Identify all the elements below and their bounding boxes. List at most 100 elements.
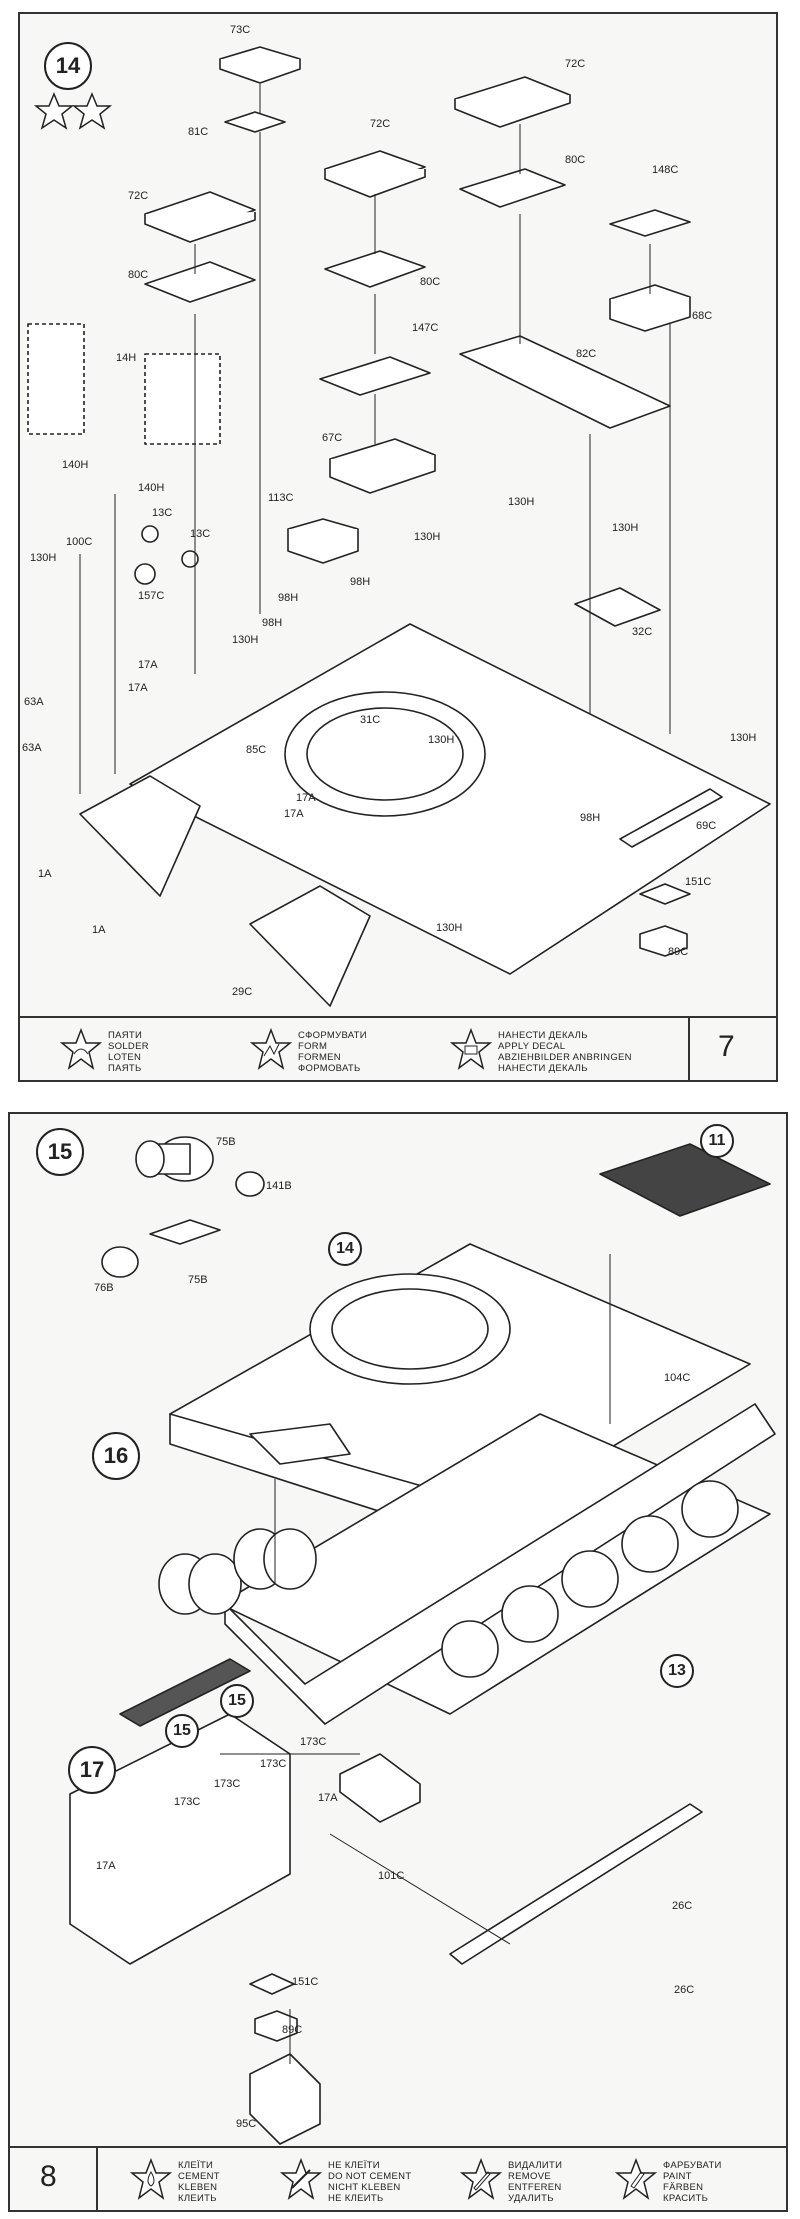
page-number-box: 8 <box>10 2148 98 2210</box>
steps-15-17-assembly-drawing <box>69 1136 776 2145</box>
part-label: 82C <box>576 348 597 360</box>
part-label: 80C <box>420 276 441 288</box>
decal-icon <box>71 92 113 130</box>
step-reference: 11 <box>700 1124 734 1158</box>
part-label: 100C <box>66 536 93 548</box>
part-label: 173C <box>300 1736 327 1748</box>
part-32c <box>574 587 661 627</box>
part-label: 17A <box>96 1860 116 1872</box>
part-157c <box>181 550 199 568</box>
part-141b-disc <box>235 1171 265 1197</box>
step-reference: 13 <box>660 1654 694 1688</box>
part-label: 151C <box>292 1976 319 1988</box>
part-label: 29C <box>232 986 253 998</box>
part-label: 98H <box>350 576 371 588</box>
part-label: 17A <box>296 792 316 804</box>
part-label: 98H <box>580 812 601 824</box>
part-label: 75B <box>188 1274 208 1286</box>
engine-deck-grille <box>599 1143 771 1217</box>
decal-icon <box>450 1028 492 1070</box>
part-label: 14H <box>116 352 137 364</box>
part-label: 63A <box>22 742 42 754</box>
step-number: 17 <box>68 1746 116 1794</box>
part-label: 75B <box>216 1136 236 1148</box>
part-label: 130H <box>414 531 441 543</box>
step-reference: 15 <box>220 1684 254 1718</box>
part-label: 72C <box>370 118 391 130</box>
page-number: 7 <box>718 1030 735 1063</box>
part-label: 157C <box>138 590 165 602</box>
page-number: 8 <box>40 2160 57 2193</box>
part-label: 95C <box>236 2118 257 2130</box>
step-number: 14 <box>44 42 92 90</box>
part-label: 113C <box>268 492 294 504</box>
part-label: 130H <box>436 922 463 934</box>
paint-brush-icon <box>615 2158 657 2200</box>
part-label: 13C <box>190 528 211 540</box>
part-label: 81C <box>188 126 209 138</box>
part-label: 147C <box>412 322 439 334</box>
part-label: 1A <box>38 868 52 880</box>
part-label: 130H <box>30 552 57 564</box>
part-label: 151C <box>685 876 712 888</box>
step-reference: 15 <box>165 1714 199 1748</box>
part-label: 80C <box>128 269 149 281</box>
part-label: 141B <box>266 1180 292 1192</box>
part-label: 80C <box>565 154 586 166</box>
part-label: 98H <box>262 617 283 629</box>
fender-right <box>249 885 371 1007</box>
part-label: 17A <box>138 659 158 671</box>
part-26c-pole <box>449 1803 703 1965</box>
part-label: 63A <box>24 696 44 708</box>
instruction-page-7: 14 73C 72C 81C 72C 72C 80C 148C 80C 80C … <box>18 12 778 1082</box>
part-label: 76B <box>94 1282 114 1294</box>
step-14-assembly-drawing <box>27 46 771 1007</box>
part-80c-left <box>144 261 256 303</box>
part-101c <box>339 1753 421 1823</box>
solder-icon <box>60 1028 102 1070</box>
part-147c <box>319 356 431 396</box>
part-label: 130H <box>508 496 535 508</box>
part-label: 101C <box>378 1870 405 1882</box>
part-label: 85C <box>246 744 267 756</box>
part-82c <box>459 335 671 429</box>
part-151c <box>639 883 691 905</box>
part-95c <box>249 2053 321 2145</box>
step-number: 16 <box>92 1432 140 1480</box>
part-label: 13C <box>152 507 173 519</box>
part-label: 17A <box>284 808 304 820</box>
part-label: 148C <box>652 164 679 176</box>
part-label: 173C <box>174 1796 201 1808</box>
part-label: 1A <box>92 924 106 936</box>
part-label: 17A <box>128 682 148 694</box>
part-89c <box>639 925 688 957</box>
part-151c <box>249 1973 295 1995</box>
solder-icon <box>34 92 75 130</box>
step-14-icons <box>34 92 113 130</box>
part-80c-right <box>459 168 566 208</box>
fender-left <box>79 775 201 897</box>
part-75b-bracket <box>149 1219 221 1245</box>
rear-grille <box>119 1658 251 1727</box>
part-label: 173C <box>214 1778 241 1790</box>
part-14h <box>27 323 85 435</box>
part-label: 31C <box>360 714 381 726</box>
part-89c <box>254 2010 298 2042</box>
part-label: 68C <box>692 310 713 322</box>
page-number-box: 7 <box>688 1018 776 1080</box>
no-cement-icon <box>280 2158 322 2200</box>
instruction-page-8: 15 16 17 11 14 13 15 15 75B 141B 76B 75B… <box>8 1112 788 2212</box>
part-13c <box>141 525 159 543</box>
part-label: 130H <box>428 734 455 746</box>
part-label: 98H <box>278 592 299 604</box>
part-label: 89C <box>282 2024 303 2036</box>
form-icon <box>250 1028 292 1070</box>
